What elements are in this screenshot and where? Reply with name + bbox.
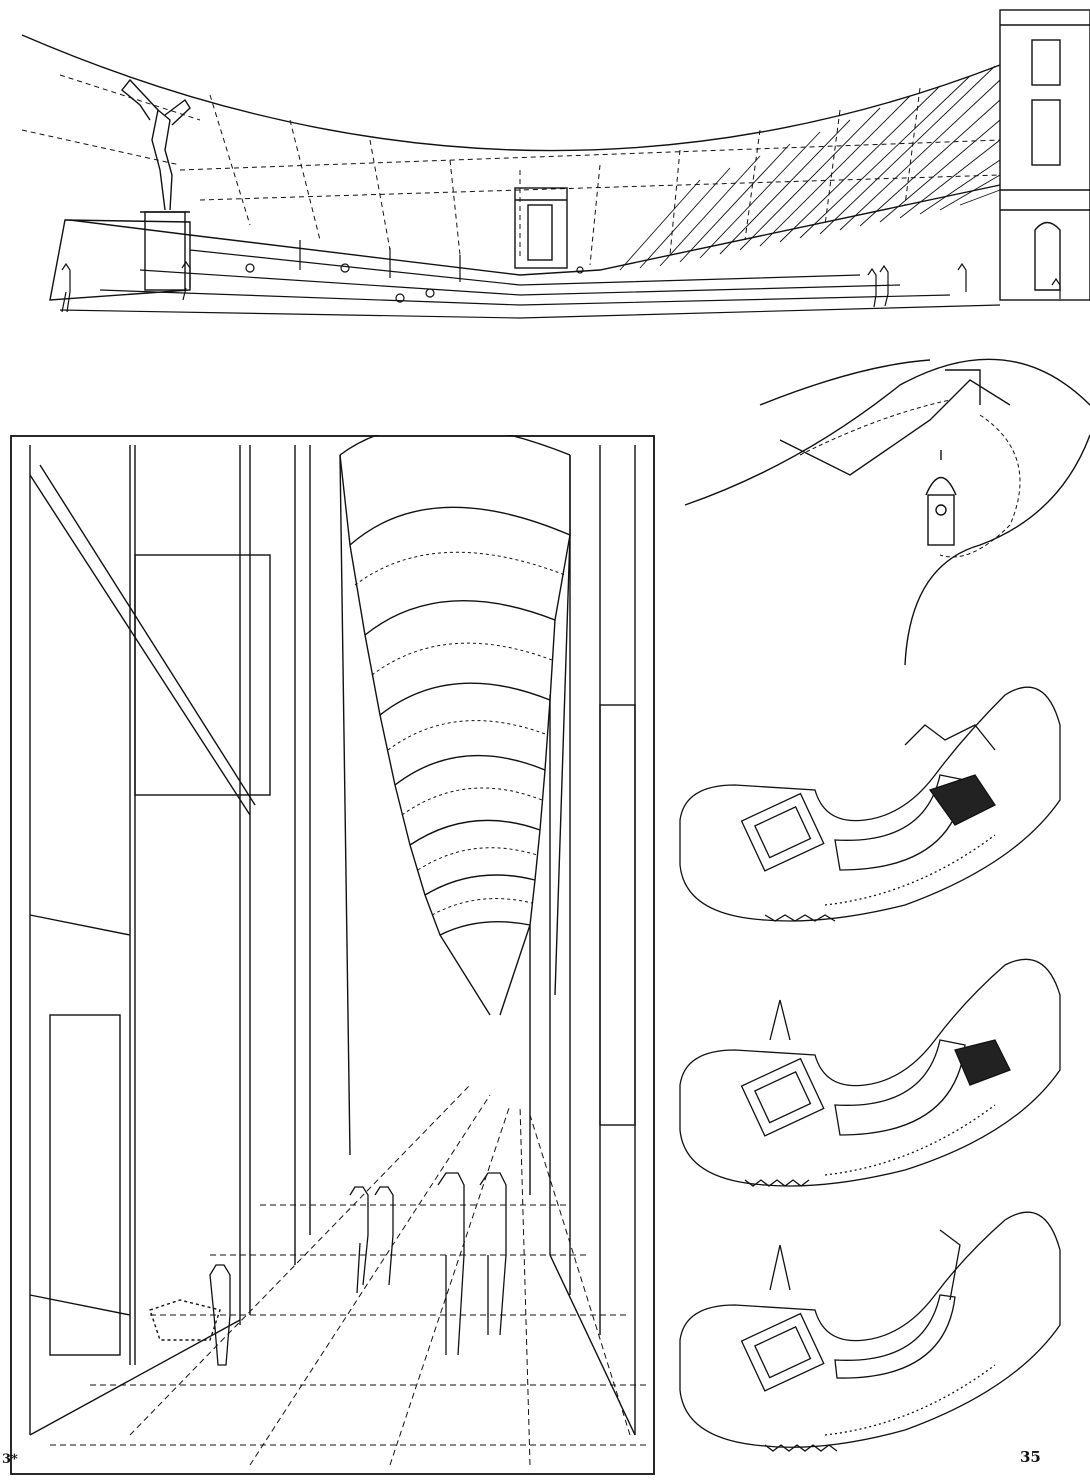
seating-steps xyxy=(59,240,1001,319)
signature-mark: 3* xyxy=(2,1452,18,1467)
site-axonometric-drawing xyxy=(680,345,1090,675)
dashed-display-panel xyxy=(149,1299,221,1341)
wall-base-line xyxy=(69,184,1001,276)
plan-curved-wing xyxy=(939,1229,961,1301)
plan-outline xyxy=(679,686,1061,922)
amphitheatre-panorama-drawing xyxy=(0,0,1090,330)
plan-dotted-edge xyxy=(824,834,996,906)
site-plan-variant-1 xyxy=(675,665,1090,955)
central-portal xyxy=(514,187,568,269)
clock-tower xyxy=(925,450,957,546)
floor-tiles xyxy=(50,1084,650,1466)
site-plan-variant-3 xyxy=(675,1190,1090,1475)
plan-stepped-edge xyxy=(764,1444,838,1452)
left-facade xyxy=(29,445,351,1435)
human-figures xyxy=(61,260,1061,313)
plan-courtyard xyxy=(740,792,825,872)
site-plan-variant-2 xyxy=(675,940,1090,1210)
plan-building-notch xyxy=(769,999,791,1041)
vaulted-roof xyxy=(339,435,571,1016)
street-edge-top xyxy=(684,358,1090,506)
plan-stepped-edge xyxy=(764,914,836,922)
plan-curved-arcade xyxy=(834,1294,956,1379)
plan-hatched-block xyxy=(928,774,996,826)
roof-glazing-pattern xyxy=(354,551,566,916)
floor-edge-left xyxy=(29,1319,241,1436)
plan-courtyard xyxy=(740,1057,825,1137)
street-edge-right xyxy=(904,434,1090,666)
right-facade xyxy=(529,445,636,1435)
plan-hatched-block xyxy=(954,1039,1011,1086)
plan-dotted-edge xyxy=(824,1364,996,1436)
plan-dotted-edge xyxy=(824,1104,996,1176)
tower-facade xyxy=(999,9,1090,301)
page-number: 35 xyxy=(1020,1448,1041,1466)
drawing-frame xyxy=(10,435,655,1475)
building-outline xyxy=(779,379,1011,476)
plan-buildings xyxy=(904,724,996,751)
plan-building-notch xyxy=(769,1244,791,1291)
plan-outline xyxy=(679,1211,1061,1448)
building-edge-upper xyxy=(759,359,931,406)
floor-edge-right xyxy=(549,1254,636,1436)
plan-outline xyxy=(679,958,1061,1187)
dashed-arc-lines xyxy=(799,399,1021,558)
statue-on-pedestal xyxy=(121,78,191,291)
wall-shading-hatch xyxy=(619,65,1001,271)
arcade-figures xyxy=(209,1172,507,1366)
plan-courtyard xyxy=(740,1312,825,1392)
plan-curved-arcade xyxy=(834,1039,966,1136)
wall-top-curve xyxy=(21,34,1001,152)
plan-stepped-edge xyxy=(744,1179,810,1187)
arcade-interior-drawing xyxy=(10,435,655,1475)
left-terrace xyxy=(49,219,191,301)
building-block xyxy=(945,369,981,405)
